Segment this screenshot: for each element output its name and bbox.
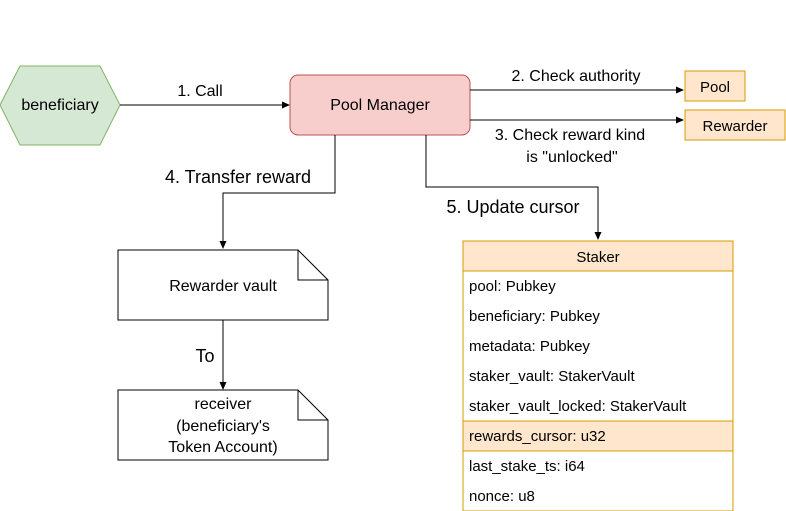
call-label: 1. Call (177, 83, 222, 100)
staker-background (463, 241, 733, 511)
rewarder-node: Rewarder (684, 109, 786, 141)
beneficiary-node: beneficiary (0, 65, 121, 146)
staker-field: beneficiary: Pubkey (469, 308, 600, 325)
staker-table: Staker pool: Pubkey beneficiary: Pubkey met… (462, 240, 734, 511)
check-authority-label: 2. Check authority (512, 68, 641, 85)
staker-border (462, 240, 734, 511)
rewarder-label: Rewarder (702, 118, 767, 135)
transfer-reward-arrow (219, 135, 336, 249)
staker-field: pool: Pubkey (469, 278, 556, 295)
transfer-reward-label: 4. Transfer reward (165, 167, 311, 187)
beneficiary-hexagon (0, 65, 121, 146)
receiver-label-line2: (beneficiary's (176, 418, 270, 435)
rewarder-vault-label: Rewarder vault (169, 278, 277, 295)
receiver-label-line3: Token Account) (168, 439, 277, 456)
staker-field: staker_vault: StakerVault (469, 368, 635, 385)
rewarder-box (684, 109, 786, 141)
pool-node: Pool (684, 70, 746, 102)
pool-box (684, 70, 746, 102)
pool-manager-label: Pool Manager (330, 97, 430, 114)
staker-field: rewards_cursor: u32 (469, 428, 606, 445)
staker-field: metadata: Pubkey (469, 338, 590, 355)
staker-header (463, 241, 733, 271)
pool-manager-node: Pool Manager (289, 74, 471, 136)
receiver-node: receiver (beneficiary's Token Account) (117, 389, 329, 461)
pool-manager-box (289, 74, 471, 136)
staker-field: staker_vault_locked: StakerVault (469, 398, 687, 415)
rewarder-vault-node: Rewarder vault (117, 249, 329, 321)
receiver-fold (297, 390, 328, 421)
receiver-shape (117, 389, 329, 461)
check-reward-kind-label-line1: 3. Check reward kind (495, 127, 645, 144)
beneficiary-label: beneficiary (21, 97, 98, 114)
staker-title: Staker (576, 249, 619, 266)
pool-label: Pool (700, 79, 730, 96)
staker-field: last_stake_ts: i64 (469, 458, 585, 475)
rewarder-vault-shape (117, 249, 329, 321)
check-reward-kind-label-line2: is "unlocked" (526, 149, 617, 166)
receiver-label-line1: receiver (195, 396, 253, 413)
update-cursor-label: 5. Update cursor (446, 197, 579, 217)
rewarder-vault-fold (297, 250, 328, 281)
to-label: To (195, 346, 214, 366)
update-cursor-arrow (425, 135, 602, 240)
staker-field: nonce: u8 (469, 488, 535, 505)
